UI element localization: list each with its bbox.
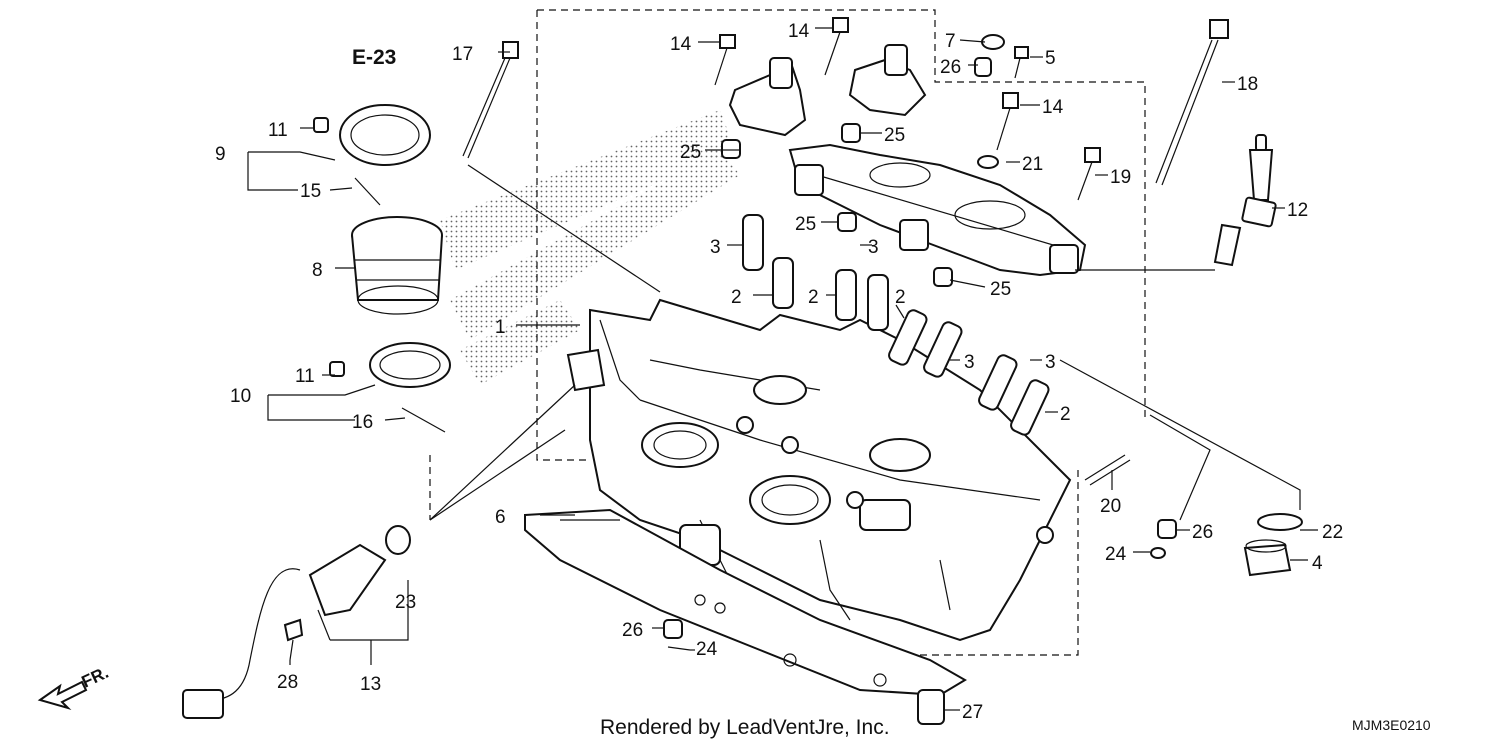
rocker-holder-left	[728, 57, 807, 137]
shading-ray	[440, 110, 735, 270]
callout-24: 24	[696, 639, 718, 660]
assembly-frame	[429, 9, 1146, 656]
render-credit: Rendered by LeadVentJre, Inc.	[600, 716, 890, 739]
callout-10: 10	[230, 386, 251, 407]
small-parts	[566, 348, 1303, 725]
callout-12: 12	[1287, 200, 1308, 221]
camshaft-holder	[788, 143, 1087, 277]
callout-14: 14	[670, 34, 692, 55]
callout-22: 22	[1322, 522, 1343, 543]
callout-13: 13	[360, 674, 381, 695]
dowel-pins	[721, 123, 953, 287]
callout-9: 9	[215, 144, 226, 165]
callout-4: 4	[1312, 553, 1323, 574]
callout-2: 2	[808, 287, 819, 308]
callout-23: 23	[395, 592, 416, 613]
callout-3: 3	[868, 237, 879, 258]
spark-plug	[1213, 134, 1277, 267]
callout-11: 11	[268, 120, 288, 141]
callout-14: 14	[1042, 97, 1064, 118]
callout-25: 25	[990, 279, 1011, 300]
callout-25: 25	[680, 142, 701, 163]
front-direction-marker: FR.	[37, 663, 112, 711]
diagram-code: MJM3E0210	[1352, 717, 1431, 733]
callout-17: 17	[452, 44, 473, 65]
rocker-holder-right	[848, 44, 927, 117]
callout-25: 25	[795, 214, 816, 235]
callout-28: 28	[277, 672, 298, 693]
callout-26: 26	[940, 57, 961, 78]
callout-3: 3	[710, 237, 721, 258]
callout-18: 18	[1237, 74, 1258, 95]
cam-position-sensor	[182, 525, 411, 719]
callout-15: 15	[300, 181, 321, 202]
callout-6: 6	[495, 507, 506, 528]
shading-ray	[450, 150, 740, 340]
callout-3: 3	[1045, 352, 1056, 373]
callout-19: 19	[1110, 167, 1131, 188]
callout-16: 16	[352, 412, 373, 433]
callout-27: 27	[962, 702, 983, 723]
callout-1: 1	[495, 317, 506, 338]
callout-5: 5	[1045, 48, 1056, 69]
callout-2: 2	[895, 287, 906, 308]
callout-24: 24	[1105, 544, 1127, 565]
callout-7: 7	[945, 31, 956, 52]
leader-lines	[247, 27, 1318, 711]
callout-21: 21	[1022, 154, 1043, 175]
reference-label: E-23	[352, 46, 396, 69]
bolts	[462, 17, 1229, 201]
insulator	[313, 104, 451, 433]
callout-2: 2	[731, 287, 742, 308]
callout-20: 20	[1100, 496, 1121, 517]
callout-14: 14	[788, 21, 810, 42]
callout-3: 3	[964, 352, 975, 373]
callout-25: 25	[884, 125, 905, 146]
callout-26: 26	[622, 620, 643, 641]
callout-2: 2	[1060, 404, 1071, 425]
shading-ray	[460, 300, 580, 385]
valve-sleeves	[742, 214, 1050, 436]
callout-11: 11	[295, 366, 315, 387]
callout-8: 8	[312, 260, 323, 281]
callout-26: 26	[1192, 522, 1213, 543]
